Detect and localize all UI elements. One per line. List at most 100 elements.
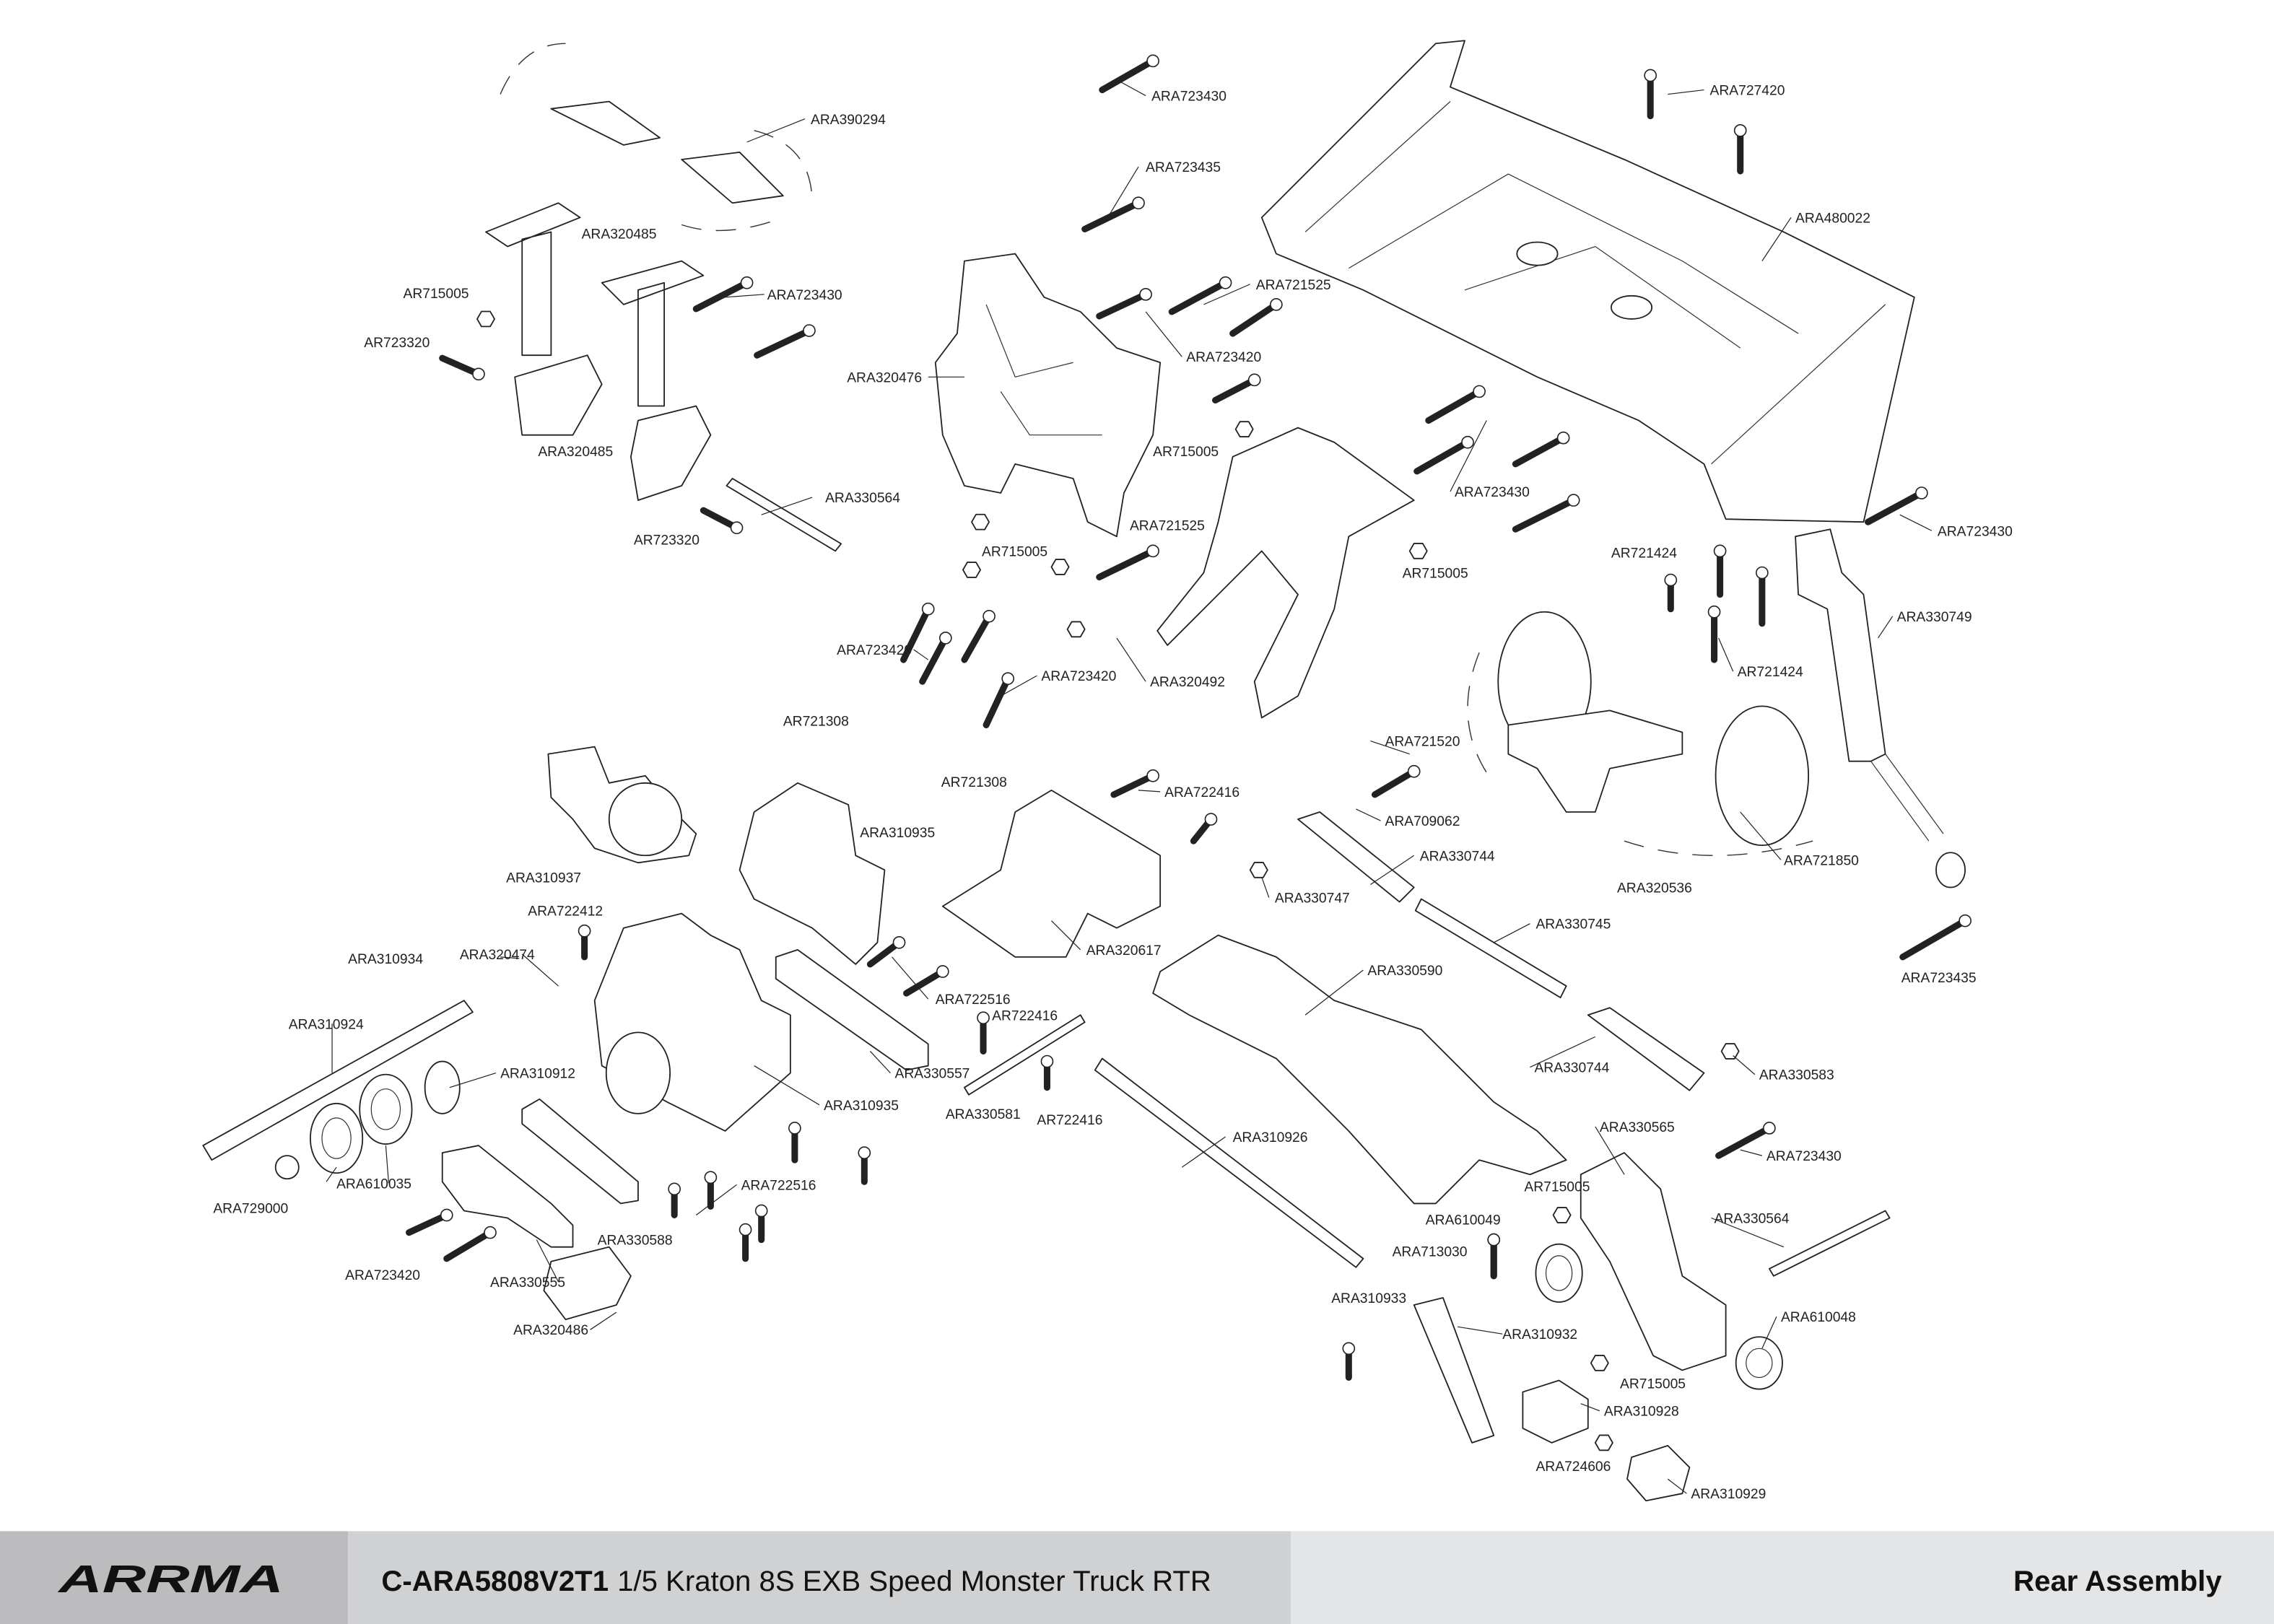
hinge-pin-part[interactable] (726, 478, 1891, 1277)
screw-part[interactable] (439, 354, 482, 377)
screw-part[interactable] (1096, 291, 1149, 320)
gasket-part[interactable] (543, 1246, 632, 1321)
skid-plate-part[interactable] (941, 789, 1162, 958)
shock-tower-part[interactable] (934, 253, 1162, 538)
leader-line (1711, 1217, 1785, 1248)
screw-part[interactable] (443, 1229, 494, 1262)
nut-part[interactable] (1050, 559, 1070, 575)
screw-part[interactable] (1229, 301, 1280, 337)
turnbuckle-part[interactable] (1414, 898, 1567, 999)
nut-part[interactable] (1720, 1043, 1740, 1060)
part-number-label: ARA330564 (1715, 1212, 1790, 1227)
screw-part[interactable] (983, 675, 1011, 728)
body-clip-part[interactable] (550, 100, 784, 204)
screw-part[interactable] (1110, 772, 1156, 798)
nut-part[interactable] (1234, 421, 1254, 437)
part-number-label: ARA729000 (213, 1201, 288, 1216)
bearing-part[interactable] (310, 1102, 364, 1174)
part-number-label: ARA330581 (946, 1107, 1021, 1122)
screw-part[interactable] (1099, 57, 1156, 94)
nut-part[interactable] (476, 310, 495, 328)
part-number-label: AR715005 (982, 544, 1047, 559)
nut-part[interactable] (962, 562, 981, 578)
wing-mount-part[interactable] (1156, 427, 1415, 719)
part-number-label: ARA330744 (1420, 849, 1495, 864)
hub-carrier-part[interactable] (441, 1145, 574, 1248)
stub-axle-part[interactable] (1413, 1297, 1495, 1444)
wheel-part[interactable] (1715, 705, 1810, 847)
leader-line (1000, 675, 1037, 697)
rear-wing-part[interactable] (1260, 40, 1915, 523)
screw-head-icon (472, 367, 485, 381)
part-number-label: AR721424 (1611, 546, 1677, 561)
bearing-part[interactable] (359, 1073, 413, 1145)
screw-head-icon (1040, 1055, 1054, 1068)
suspension-brace-part[interactable] (521, 1098, 639, 1205)
nut-part[interactable] (1594, 1434, 1613, 1451)
part-number-label: ARA330744 (1534, 1061, 1609, 1076)
screw-part[interactable] (1425, 388, 1483, 424)
screw-part[interactable] (1413, 439, 1471, 475)
screw-part[interactable] (1512, 435, 1567, 468)
screw-part[interactable] (1081, 199, 1142, 232)
part-number-label: ARA330745 (1535, 917, 1611, 933)
screw-part[interactable] (961, 613, 993, 663)
screw-head-icon (892, 935, 906, 949)
nut-part[interactable] (1590, 1355, 1609, 1371)
camber-link-part[interactable] (775, 948, 929, 1071)
screw-part[interactable] (1512, 497, 1577, 533)
screw-part[interactable] (1715, 1125, 1773, 1159)
screw-part[interactable] (1899, 917, 1969, 961)
screw-part[interactable] (1168, 279, 1229, 315)
part-number-label: ARA310932 (1502, 1327, 1577, 1343)
screw-part[interactable] (1211, 376, 1258, 403)
part-number-label: ARA310933 (1331, 1291, 1406, 1306)
parts-layer (202, 40, 1972, 1502)
bearing-part[interactable] (1535, 1243, 1583, 1303)
wheelie-bar-part[interactable] (1507, 710, 1683, 813)
part-number-label: ARA727420 (1710, 84, 1785, 99)
screw-part[interactable] (919, 634, 949, 685)
screw-part[interactable] (1864, 489, 1925, 525)
screw-part[interactable] (900, 606, 932, 663)
nut-part[interactable] (1408, 543, 1428, 559)
screw-part[interactable] (903, 968, 946, 997)
driveshaft-part[interactable] (1094, 1057, 1364, 1268)
part-number-label: ARA722416 (1164, 785, 1240, 800)
leader-line (1450, 420, 1487, 492)
shock-absorber-part[interactable] (1795, 528, 1886, 762)
nut-part[interactable] (1249, 862, 1268, 878)
bearing-part[interactable] (1735, 1336, 1783, 1390)
screw-part[interactable] (692, 279, 751, 313)
part-number-label: ARA320474 (460, 948, 535, 963)
part-number-label: ARA723430 (767, 288, 842, 303)
part-number-label: ARA310934 (348, 952, 423, 967)
leader-line (754, 1065, 820, 1106)
lower-arm-part[interactable] (1152, 934, 1567, 1205)
screw-part[interactable] (405, 1211, 450, 1236)
part-number-label: AR715005 (1620, 1377, 1686, 1392)
part-number-label: ARA320536 (1617, 881, 1692, 896)
screw-part[interactable] (1371, 768, 1418, 798)
rod-end-part[interactable] (1297, 811, 1705, 1091)
rear-hub-part[interactable] (1580, 1152, 1727, 1371)
leader-lines (326, 79, 1933, 1494)
screw-head-icon (803, 324, 816, 337)
nut-part[interactable] (971, 513, 990, 531)
product-code: C-ARA5808V2T1 (381, 1565, 609, 1597)
part-number-label: ARA310912 (500, 1067, 575, 1082)
body-mount-part[interactable] (485, 202, 705, 407)
footer-right-bg (1290, 1531, 2274, 1624)
nut-part[interactable] (1552, 1207, 1572, 1223)
part-number-label: ARA330749 (1897, 610, 1972, 625)
screw-part[interactable] (754, 327, 813, 359)
body-post-part[interactable] (514, 354, 712, 501)
driveshaft-part[interactable] (202, 1000, 474, 1161)
product-name: 1/5 Kraton 8S EXB Speed Monster Truck RT… (617, 1565, 1211, 1597)
gearbox-upper-part[interactable] (739, 782, 886, 965)
screw-part[interactable] (1096, 547, 1156, 581)
wheel-hex-part[interactable] (1522, 1379, 1691, 1502)
leader-line (1580, 1403, 1600, 1412)
nut-part[interactable] (1066, 621, 1086, 638)
